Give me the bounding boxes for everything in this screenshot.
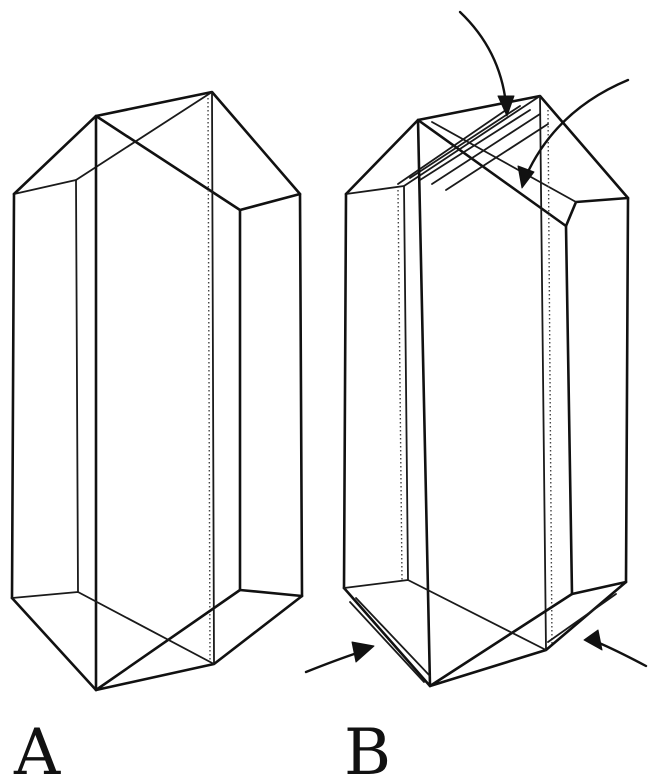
crystal-b-inner-right-edge — [566, 226, 572, 594]
crystal-b-drawing — [344, 96, 628, 686]
crystal-a-bottom-faces — [12, 590, 302, 690]
crystal-b-front-edge — [418, 120, 430, 686]
crystal-b-label: B — [344, 716, 391, 784]
arrow-bottom-left — [306, 642, 374, 672]
crystal-b-outer-right-edge — [626, 198, 628, 582]
crystal-b-bevel-strip — [432, 122, 576, 202]
crystal-b-outer-left-edge — [344, 194, 346, 588]
arrow-bottom-right — [584, 630, 646, 666]
crystal-a-top-back-edge — [14, 92, 212, 194]
crystal-a-label: A — [13, 716, 61, 784]
crystal-b-bottom-back-edge — [344, 580, 546, 650]
crystal-a-drawing — [12, 92, 302, 690]
crystal-b-bottom-right-bevel — [548, 594, 616, 642]
crystal-b-top-back-edge — [346, 96, 540, 194]
crystal-b-inner-left-edge — [404, 186, 408, 580]
crystal-b-bottom-faces — [344, 582, 626, 686]
crystal-a-top-faces — [14, 92, 300, 210]
crystal-a-inner-left-edge — [76, 180, 78, 592]
crystal-a-back-edge — [212, 92, 214, 664]
crystal-a-outer-left-edge — [12, 194, 14, 598]
crystal-a-outer-right-edge — [300, 194, 302, 596]
crystal-b-back-edge — [540, 96, 546, 650]
crystal-b-top-faces — [346, 96, 628, 226]
arrow-top-left — [460, 12, 514, 116]
